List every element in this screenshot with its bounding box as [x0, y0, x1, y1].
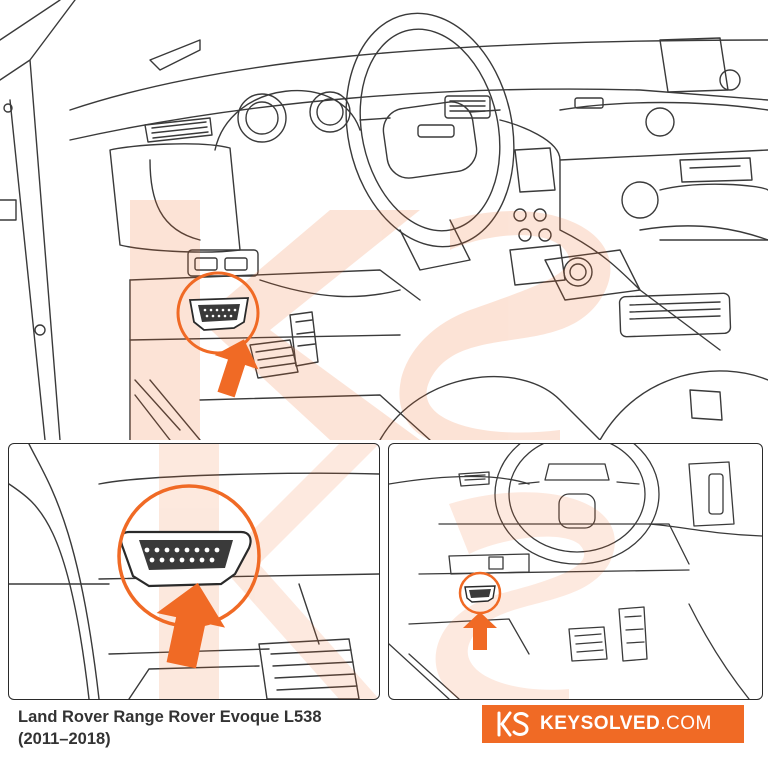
brand-name-main: KEYSOLVED — [540, 713, 661, 734]
vehicle-caption: Land Rover Range Rover Evoque L538 (2011… — [18, 706, 438, 750]
left-vent — [144, 117, 213, 143]
brand-badge: KEYSOLVED.COM — [482, 705, 744, 743]
obd-port-main — [176, 271, 260, 355]
gear-selector — [563, 257, 593, 287]
passenger-seat — [599, 370, 768, 440]
arrow-up-icon — [463, 612, 497, 650]
pedal-accelerator — [289, 311, 319, 367]
detail-panel-overview — [388, 443, 763, 700]
center-vent — [444, 95, 491, 119]
center-console — [499, 119, 721, 351]
ks-watermark-icon — [130, 200, 611, 440]
brand-name-tld: .COM — [660, 713, 712, 734]
side-mirror-right — [659, 37, 729, 93]
obd-port-closeup — [117, 484, 261, 628]
instrument-cluster — [214, 89, 361, 151]
driver-seat — [379, 375, 601, 440]
brand-name: KEYSOLVED.COM — [540, 713, 712, 735]
detail-panel-closeup — [8, 443, 380, 700]
ks-watermark-icon — [435, 492, 615, 699]
vehicle-years: (2011–2018) — [18, 730, 111, 748]
steering-wheel — [345, 12, 515, 248]
console-storage — [618, 292, 732, 338]
arrow-up-icon — [214, 339, 259, 398]
vehicle-model: Land Rover Range Rover Evoque L538 — [18, 708, 322, 726]
door-frame-left — [0, 0, 76, 440]
arrow-up-icon — [156, 582, 226, 669]
door-handle-right — [679, 157, 753, 183]
ks-logo-icon — [497, 711, 529, 737]
steering-wheel-overview — [494, 444, 660, 565]
highlight-ring-main — [176, 271, 260, 355]
main-interior-illustration — [0, 0, 768, 440]
